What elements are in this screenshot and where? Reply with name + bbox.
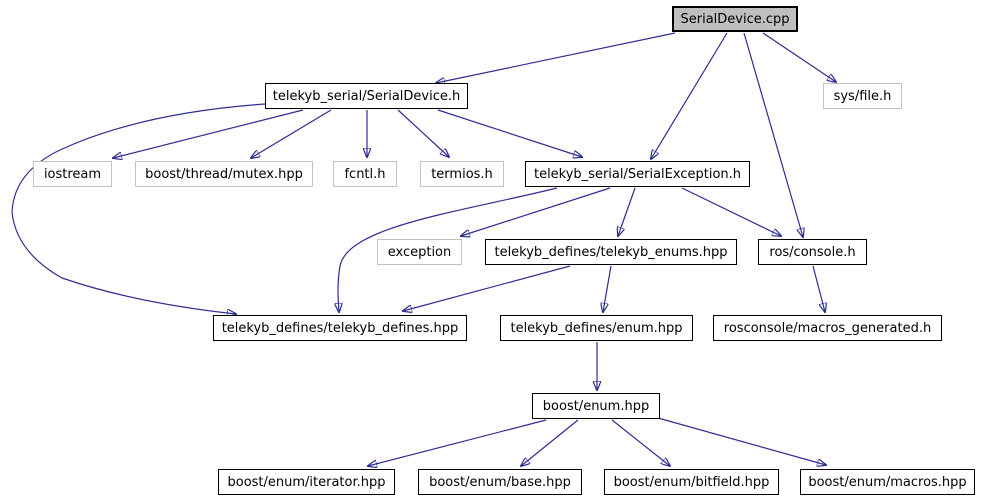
node-rosconsole-macros-generated-h[interactable]: rosconsole/macros_generated.h: [713, 315, 942, 341]
node-serialdevice-cpp: SerialDevice.cpp: [672, 6, 798, 32]
node-fcntl-h: fcntl.h: [333, 161, 397, 187]
node-telekyb-defines-enum-hpp[interactable]: telekyb_defines/enum.hpp: [500, 315, 693, 341]
edge-ros-console-h-to-macros-generated-h: [812, 265, 825, 312]
edge-serialdevice-cpp-to-serialexception-h: [651, 32, 728, 159]
edge-boost-enum-hpp-to-bitfield-hpp: [611, 419, 670, 466]
node-boost-enum-bitfield-hpp[interactable]: boost/enum/bitfield.hpp: [604, 469, 779, 495]
edge-serialexception-h-to-telekyb-defines-hpp: [338, 187, 558, 312]
node-telekyb-serial-serialexception-h[interactable]: telekyb_serial/SerialException.h: [525, 161, 750, 187]
node-telekyb-defines-telekyb-enums-hpp[interactable]: telekyb_defines/telekyb_enums.hpp: [485, 239, 737, 265]
node-ros-console-h[interactable]: ros/console.h: [758, 239, 867, 265]
edge-boost-enum-hpp-to-base-hpp: [521, 419, 579, 466]
node-boost-enum-macros-hpp[interactable]: boost/enum/macros.hpp: [800, 469, 975, 495]
edge-serialexception-h-to-exception: [461, 187, 611, 236]
edge-serialexception-h-to-telekyb-enums-hpp: [618, 187, 636, 236]
node-termios-h: termios.h: [420, 161, 504, 187]
edge-serialdevice-cpp-to-ros-console-h: [743, 32, 803, 237]
node-boost-thread-mutex-hpp: boost/thread/mutex.hpp: [135, 161, 313, 187]
node-boost-enum-iterator-hpp[interactable]: boost/enum/iterator.hpp: [218, 469, 395, 495]
edge-serialdevice-h-to-mutex-hpp: [251, 109, 332, 158]
node-exception: exception: [377, 239, 462, 265]
edge-telekyb-enums-hpp-to-telekyb-defines-hpp: [403, 265, 571, 311]
edge-serialexception-h-to-ros-console-h: [681, 187, 781, 236]
edge-serialdevice-h-to-iostream: [113, 109, 304, 158]
node-boost-enum-hpp[interactable]: boost/enum.hpp: [532, 393, 660, 419]
edge-telekyb-enums-hpp-to-enum-hpp: [603, 265, 612, 312]
edge-serialdevice-h-to-telekyb-defines-hpp: [11, 103, 266, 314]
edge-boost-enum-hpp-to-macros-hpp: [657, 417, 826, 465]
edge-serialdevice-h-to-serialexception-h: [437, 109, 582, 157]
edge-serialdevice-h-to-termios-h: [397, 109, 449, 157]
edge-boost-enum-hpp-to-iterator-hpp: [368, 419, 547, 466]
node-sys-file-h: sys/file.h: [823, 83, 902, 109]
node-telekyb-defines-telekyb-defines-hpp[interactable]: telekyb_defines/telekyb_defines.hpp: [213, 315, 467, 341]
edge-serialdevice-cpp-to-sys-file-h: [762, 32, 836, 82]
edge-serialdevice-cpp-to-serialdevice-h: [436, 32, 676, 83]
node-boost-enum-base-hpp[interactable]: boost/enum/base.hpp: [418, 469, 582, 495]
node-iostream: iostream: [33, 161, 112, 187]
node-telekyb-serial-serialdevice-h[interactable]: telekyb_serial/SerialDevice.h: [265, 83, 468, 109]
